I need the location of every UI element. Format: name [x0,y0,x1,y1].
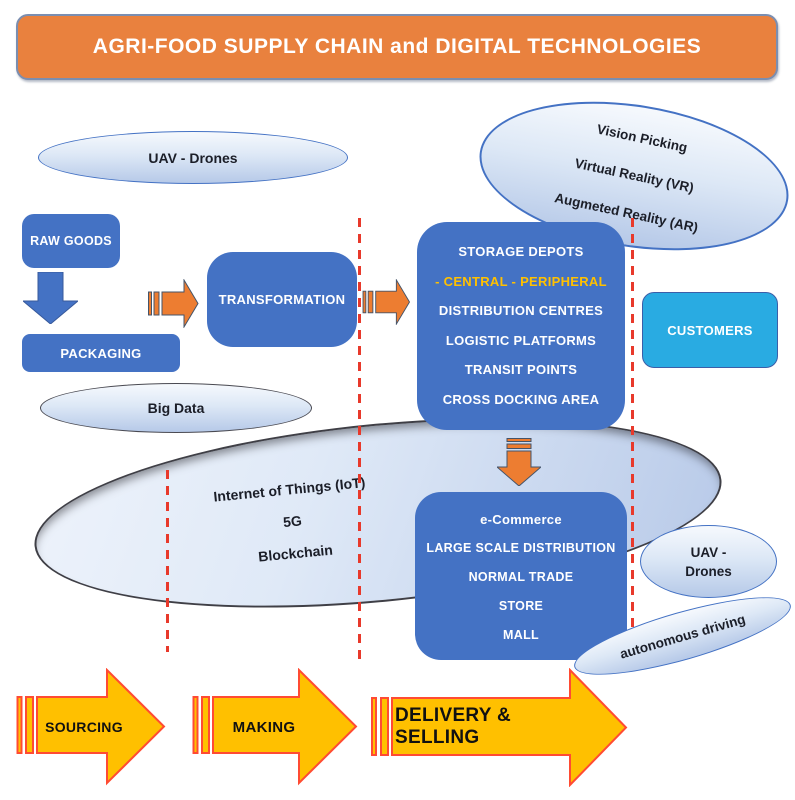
delivery-selling-stage-label: DELIVERY & SELLING [395,705,511,748]
big-data-ellipse: Big Data [40,383,312,433]
flow-arrow-down-icon [497,438,541,486]
autonomous-driving-label: autonomous driving [618,610,747,662]
logistic-platforms-line: LOGISTIC PLATFORMS [445,332,597,348]
down-arrow-icon [23,272,78,324]
packaging-label: PACKAGING [60,345,142,361]
making-stage-arrow-icon [192,668,358,786]
drones-line: Drones [685,563,732,579]
stage-divider-line-sourcing-making [166,470,169,652]
raw-goods-label: RAW GOODS [30,234,112,248]
ecommerce-retail-box: e-Commerce LARGE SCALE DISTRIBUTION NORM… [415,492,627,660]
central-peripheral-line: - CENTRAL - PERIPHERAL [435,273,607,289]
delivery-selling-stage-arrow-icon [371,668,628,787]
distribution-centres-line: DISTRIBUTION CENTRES [438,303,604,318]
packaging-box: PACKAGING [22,334,180,372]
sourcing-stage-arrow-icon [16,668,166,786]
uav-drones-right-text: UAV - Drones [685,543,732,581]
flow-arrow-right-icon [148,279,199,328]
big-data-label: Big Data [147,400,205,416]
transformation-box: TRANSFORMATION [207,252,357,347]
uav-drones-top-ellipse: UAV - Drones [38,131,348,184]
storage-depots-line: STORAGE DEPOTS [458,244,584,259]
customers-box: CUSTOMERS [642,292,778,368]
cross-docking-line: CROSS DOCKING AREA [442,391,600,407]
stage-divider-line-making-delivery [358,218,361,664]
making-stage-label: MAKING [232,718,296,736]
customers-label: CUSTOMERS [667,322,753,338]
transit-points-line: TRANSIT POINTS [464,362,578,377]
diagram-title: AGRI-FOOD SUPPLY CHAIN and DIGITAL TECHN… [16,14,778,80]
uav-drones-right-ellipse: UAV - Drones [640,525,777,598]
sourcing-stage-label: SOURCING [45,719,123,735]
raw-goods-box: RAW GOODS [22,214,120,268]
ecommerce-line: e-Commerce [480,512,562,527]
uav-drones-top-label: UAV - Drones [148,149,238,166]
transformation-label: TRANSFORMATION [218,292,346,307]
storage-distribution-box: STORAGE DEPOTS - CENTRAL - PERIPHERAL DI… [417,222,625,430]
large-scale-distribution-line: LARGE SCALE DISTRIBUTION [426,541,616,555]
mall-line: MALL [503,628,539,642]
flow-arrow-right-icon [362,279,411,325]
iot-ellipse-text: Internet of Things (IoT) 5G Blockchain [124,458,462,585]
stage-divider-line-delivery-customers [631,218,634,660]
uav-line: UAV - [690,544,727,560]
normal-trade-line: NORMAL TRADE [468,570,574,584]
store-line: STORE [498,599,544,613]
